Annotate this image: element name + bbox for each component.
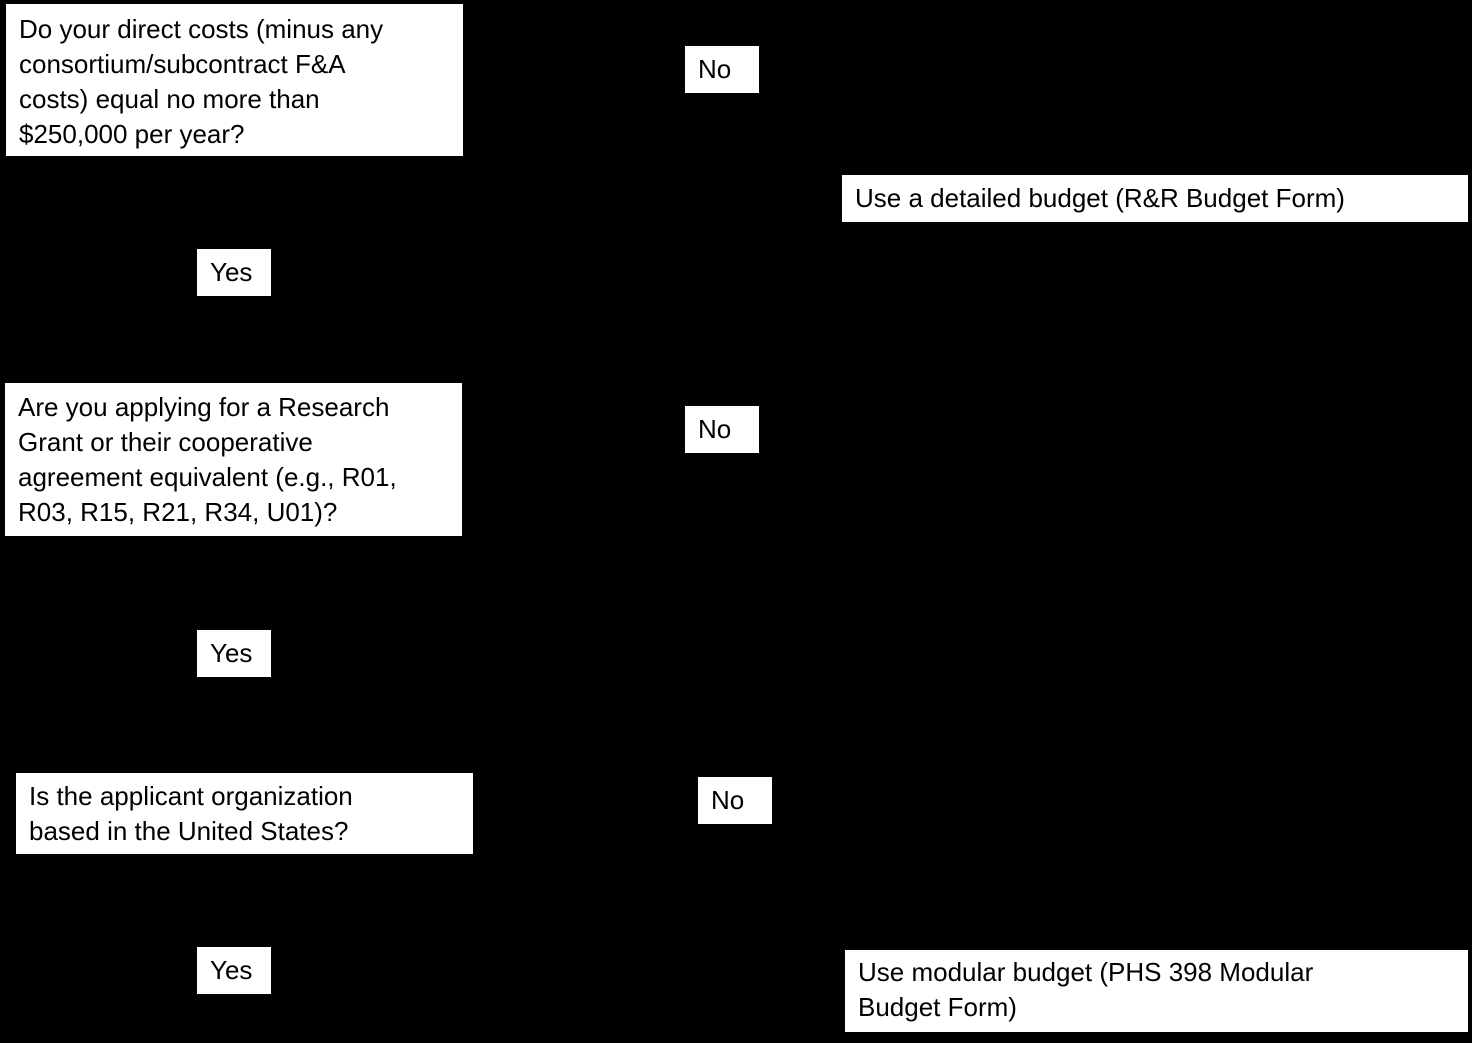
- no-label-direct-costs: No: [685, 46, 759, 93]
- result-detailed-budget: Use a detailed budget (R&R Budget Form): [842, 175, 1468, 222]
- yes-label-direct-costs: Yes: [197, 249, 271, 296]
- no-label-us-organization: No: [698, 777, 772, 824]
- question-direct-costs: Do your direct costs (minus any consorti…: [6, 4, 463, 156]
- question-research-grant: Are you applying for a Research Grant or…: [5, 383, 462, 536]
- yes-label-us-organization: Yes: [197, 947, 271, 994]
- result-modular-budget: Use modular budget (PHS 398 Modular Budg…: [845, 950, 1468, 1032]
- question-us-organization: Is the applicant organization based in t…: [16, 773, 473, 854]
- yes-label-research-grant: Yes: [197, 630, 271, 677]
- no-label-research-grant: No: [685, 406, 759, 453]
